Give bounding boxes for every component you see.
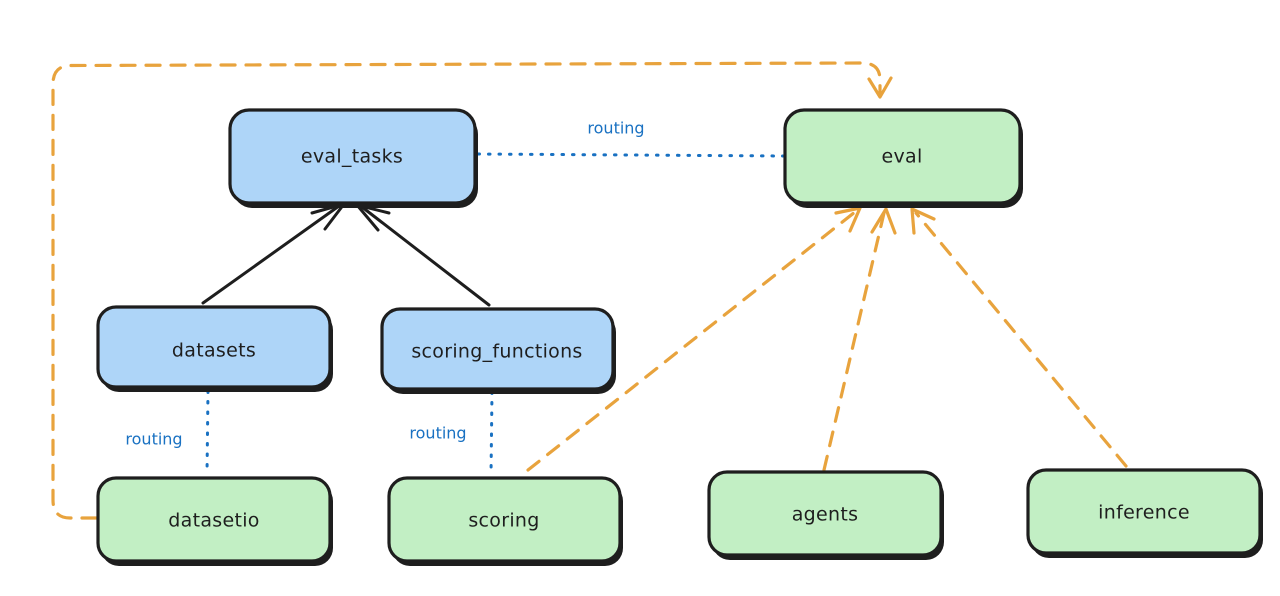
edge-label-routing-scoring-functions: routing	[409, 424, 466, 443]
edge-datasetio-to-eval-path	[51, 61, 882, 520]
node-datasetio[interactable]: datasetio	[96, 476, 333, 566]
node-eval-label: eval	[881, 146, 922, 168]
arrowhead-datasetio-eval	[867, 76, 893, 99]
edge-label-routing-eval-tasks: routing	[587, 119, 644, 138]
edge-datasets-to-datasetio	[205, 389, 210, 476]
edge-inference-to-eval	[910, 207, 1128, 468]
arrowhead-scoring-functions-eval-tasks	[355, 203, 391, 232]
edge-inference-to-eval-path	[914, 211, 1128, 468]
node-datasets[interactable]: datasets	[96, 305, 333, 392]
arrowhead-inference-eval	[910, 207, 936, 235]
edge-agents-to-eval-path	[822, 211, 886, 472]
edge-datasets-to-eval-tasks	[201, 202, 346, 305]
edge-eval-tasks-to-eval	[476, 152, 785, 158]
node-agents[interactable]: agents	[707, 470, 944, 560]
node-inference[interactable]: inference	[1026, 468, 1263, 558]
node-scoring-functions-label: scoring_functions	[411, 341, 582, 363]
node-eval-tasks-body	[228, 108, 477, 205]
edge-scoring-functions-to-scoring	[489, 390, 494, 477]
node-datasetio-body	[96, 476, 332, 563]
node-datasets-label: datasets	[172, 340, 256, 362]
node-eval[interactable]: eval	[783, 108, 1023, 208]
edge-label-routing-datasets: routing	[125, 430, 182, 449]
node-inference-body	[1026, 468, 1262, 555]
node-datasets-body	[96, 305, 332, 389]
edge-eval-tasks-to-eval-path	[476, 152, 785, 158]
edge-scoring-functions-to-scoring-path	[489, 390, 494, 477]
node-eval-tasks-label: eval_tasks	[301, 146, 403, 168]
node-scoring-functions-body	[380, 307, 615, 391]
node-scoring-body	[387, 476, 622, 563]
edge-datasetio-to-eval	[51, 61, 893, 520]
node-inference-label: inference	[1098, 502, 1190, 524]
edge-datasets-to-datasetio-path	[205, 389, 210, 476]
edge-agents-to-eval	[822, 207, 897, 472]
node-agents-label: agents	[792, 504, 859, 526]
node-agents-body	[707, 470, 943, 557]
node-scoring[interactable]: scoring	[387, 476, 623, 566]
edge-scoring-to-eval-path	[526, 210, 857, 472]
edge-datasets-to-eval-tasks-path	[201, 204, 341, 305]
node-datasetio-label: datasetio	[168, 510, 259, 532]
arrowhead-agents-eval	[870, 207, 897, 235]
node-eval-tasks[interactable]: eval_tasks	[228, 108, 478, 208]
edge-scoring-functions-to-eval-tasks-path	[360, 205, 491, 307]
node-scoring-label: scoring	[468, 510, 539, 532]
node-scoring-functions[interactable]: scoring_functions	[380, 307, 616, 394]
node-eval-body	[783, 108, 1022, 205]
edge-scoring-functions-to-eval-tasks	[355, 203, 491, 307]
